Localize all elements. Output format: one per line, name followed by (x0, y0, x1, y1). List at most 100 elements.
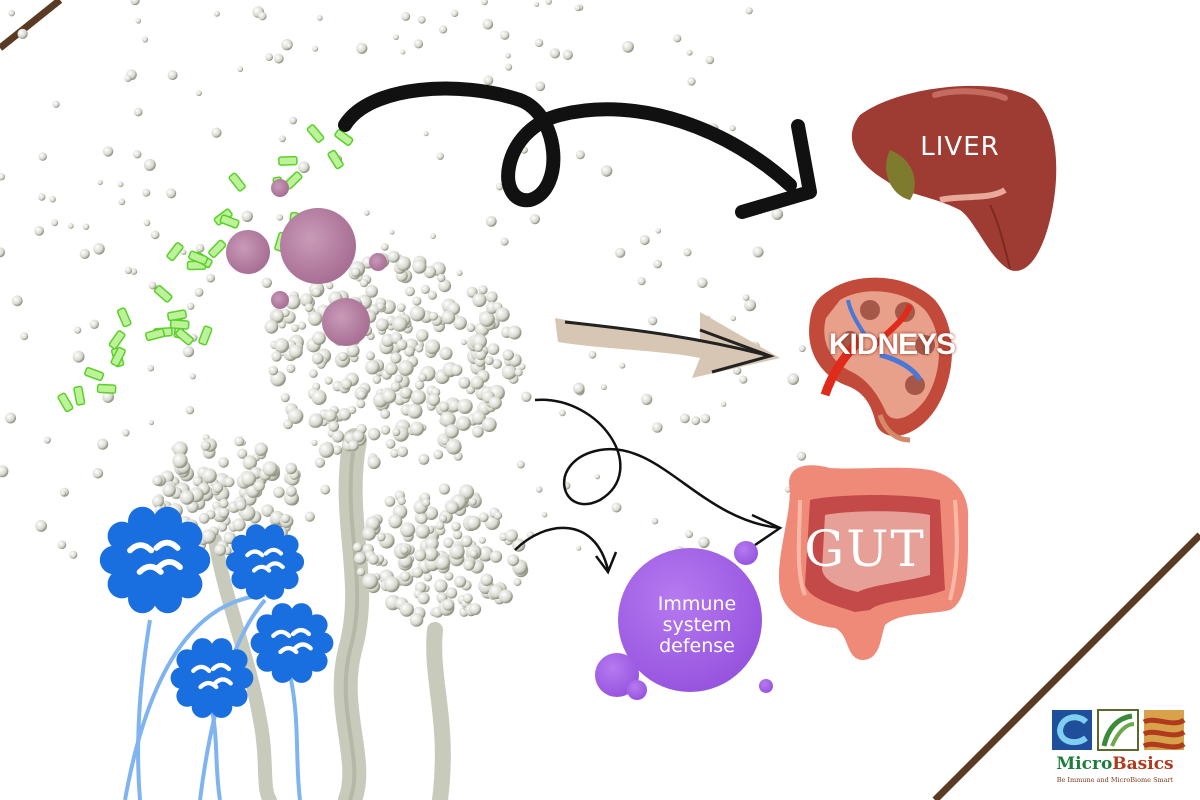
mold-spore (410, 389, 426, 405)
mold-spore (198, 512, 210, 524)
mold-spore (308, 413, 324, 428)
spore-icon (82, 223, 90, 230)
microbasics-logo: MicroBasics Be Immune and MicroBiome Sma… (1040, 708, 1190, 794)
spore-icon (133, 150, 142, 159)
spore-icon (189, 373, 196, 380)
mold-spore (439, 411, 456, 428)
spore-icon (784, 486, 792, 493)
spore-icon (118, 198, 126, 206)
mold-spore (460, 535, 473, 548)
mold-spore (444, 571, 454, 581)
mold-spore (493, 511, 503, 520)
spore-icon (752, 246, 764, 258)
mold-spore (241, 471, 257, 487)
mold-spore (218, 507, 230, 519)
mold-spore (433, 449, 444, 460)
mold-spore (172, 441, 188, 457)
mold-spore (348, 440, 359, 451)
spore-icon (505, 52, 511, 59)
mold-spore (415, 329, 429, 342)
spore-icon (600, 384, 607, 391)
mold-spore (458, 376, 471, 389)
mold-spore (152, 495, 164, 508)
mold-spore (443, 537, 454, 548)
spore-icon (148, 281, 157, 290)
mold-spore (454, 575, 467, 588)
spore-icon (135, 18, 142, 24)
mold-spore (286, 485, 297, 497)
spore-icon (141, 36, 149, 43)
spore-icon (787, 373, 799, 385)
spore-icon (685, 530, 693, 539)
mold-spore (152, 475, 163, 486)
mold-spore (438, 514, 448, 523)
mold-spore (304, 303, 314, 312)
mold-spore (384, 496, 396, 507)
mold-spore (453, 316, 467, 330)
mold-spore (423, 573, 433, 582)
mold-spore (312, 287, 322, 297)
mold-spore (397, 446, 408, 458)
mold-spore (372, 375, 382, 384)
mold-spore (486, 291, 498, 303)
spore-icon (481, 0, 488, 6)
mold-spore (421, 498, 431, 507)
spore-icon (500, 237, 509, 246)
mold-spore (418, 453, 430, 465)
mold-spore (390, 448, 399, 458)
spore-icon (265, 53, 273, 61)
spore-icon (500, 30, 510, 40)
mold-spore (162, 483, 176, 497)
mold-spore (424, 506, 439, 520)
spore-icon (166, 188, 177, 199)
mold-spore (438, 279, 452, 293)
spore-icon (312, 45, 319, 52)
mold-spore (481, 417, 497, 432)
mold-spore (280, 393, 290, 403)
mold-spore (427, 393, 441, 407)
mold-spore (274, 338, 289, 353)
spore-icon (258, 12, 267, 21)
mold-spore (285, 462, 297, 475)
mold-spore (311, 352, 324, 365)
mold-spore (394, 374, 403, 383)
mold-spore (403, 345, 415, 357)
mold-spore (328, 420, 340, 432)
mold-spore (445, 438, 462, 455)
mold-spore (218, 457, 229, 468)
mold-spore (407, 403, 423, 419)
spore-icon (423, 131, 429, 137)
mold-spore (429, 311, 438, 321)
spore-icon (417, 15, 426, 24)
mold-spore (232, 518, 246, 532)
spore-icon (535, 486, 543, 493)
toxin-icon (57, 392, 74, 413)
mold-spore (380, 409, 391, 419)
mold-spore (385, 438, 396, 449)
spore-icon (38, 152, 47, 161)
spore-icon (733, 366, 742, 375)
spore-icon (691, 416, 701, 426)
mold-spore (400, 571, 411, 582)
mold-spore (456, 416, 471, 431)
spore-icon (576, 545, 582, 551)
spore-icon (89, 319, 100, 329)
spore-icon (478, 536, 486, 544)
liver-icon (851, 85, 1057, 271)
mold-spore (234, 436, 245, 447)
corner-stripe-top-left (0, 0, 63, 51)
pink-spores (226, 179, 387, 346)
immune-label-line-3: defense (659, 635, 735, 657)
toxin-icon (116, 307, 132, 328)
spore-icon (639, 235, 650, 246)
spore-icon (69, 550, 78, 559)
mold-spore (388, 514, 403, 529)
spore-icon (700, 413, 711, 424)
spore-icon (559, 409, 566, 417)
mold-spore (201, 468, 217, 484)
spore-icon (74, 326, 82, 334)
spore-icon (11, 295, 23, 307)
spore-icon (673, 34, 682, 43)
spore-icon (17, 28, 28, 39)
